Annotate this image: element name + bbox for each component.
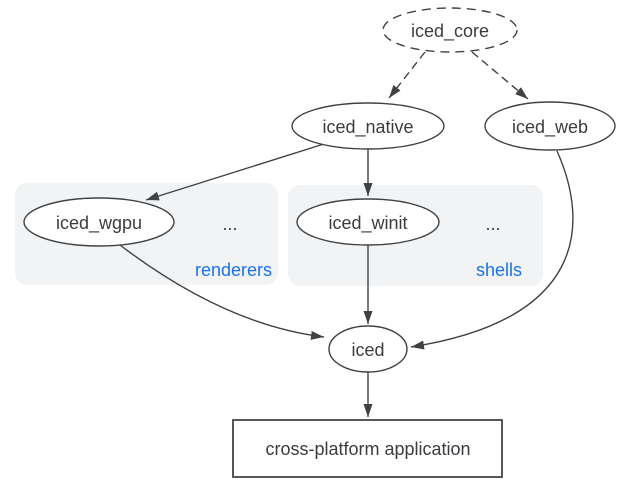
node-iced-winit-label: iced_winit [328, 213, 407, 234]
node-application-label: cross-platform application [265, 439, 470, 459]
node-iced-core-ellipse [382, 7, 518, 53]
group-shells-ellipsis: ... [485, 214, 500, 234]
edge-iced-wgpu-to-iced [119, 244, 325, 340]
node-iced-web-label: iced_web [512, 117, 588, 138]
group-renderers-label: renderers [195, 260, 272, 280]
node-iced-ellipse [328, 325, 408, 373]
edge-iced-web-to-iced [410, 150, 574, 350]
edge-iced-core-to-iced-native [388, 51, 426, 99]
group-shells-label: shells [476, 260, 522, 280]
node-iced-wgpu-ellipse [23, 197, 175, 247]
group-renderers-ellipsis: ... [222, 214, 237, 234]
node-iced-web-ellipse [484, 101, 616, 151]
edge-iced-native-to-iced-wgpu [145, 142, 328, 201]
node-iced-native-ellipse [291, 102, 445, 150]
node-iced-native-label: iced_native [322, 117, 413, 138]
node-iced-core-label: iced_core [411, 21, 489, 42]
node-iced-label: iced [351, 340, 384, 360]
node-iced-wgpu-label: iced_wgpu [56, 213, 142, 234]
node-application-rect [232, 419, 503, 478]
edge-iced-core-to-iced-web [471, 51, 529, 100]
node-iced-winit-ellipse [296, 198, 440, 246]
